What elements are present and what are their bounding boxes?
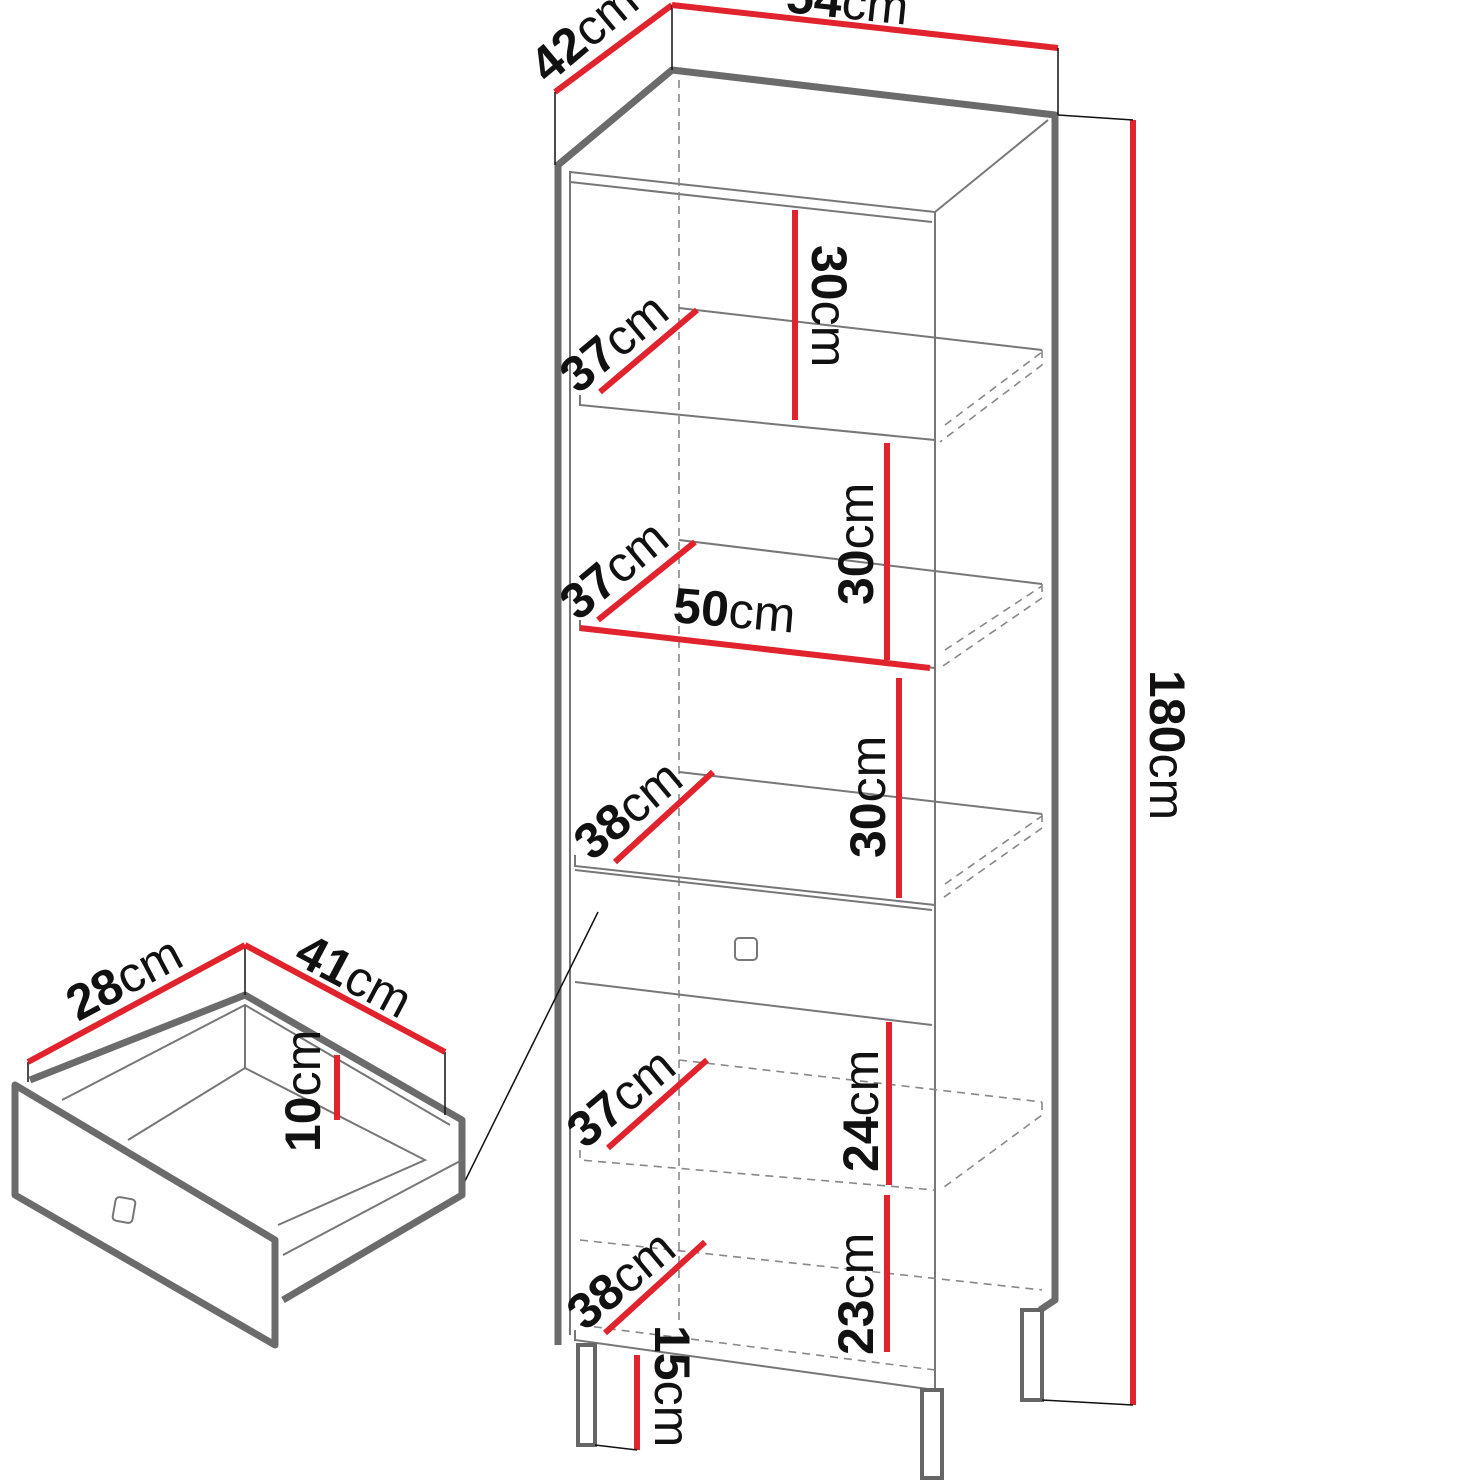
dimension-labels: 42cm 54cm 180cm 30cm 37cm 37cm 50cm 30cm… xyxy=(57,0,1195,1447)
dimension-lines xyxy=(26,2,1136,1451)
drawer-handle-icon xyxy=(734,937,758,961)
label-leg-height: 15cm xyxy=(644,1325,700,1447)
label-shelf5-height: 23cm xyxy=(828,1233,884,1355)
label-drawer-depth: 28cm xyxy=(57,925,191,1032)
drawer-front-panel xyxy=(11,1081,279,1349)
leg-front-left xyxy=(576,1343,597,1447)
drawer-leader-line xyxy=(462,911,599,1186)
label-shelf1-height: 30cm xyxy=(801,245,857,367)
label-width: 54cm xyxy=(784,0,911,36)
shelf-4 xyxy=(579,1150,936,1191)
leg-back-right xyxy=(1020,1308,1044,1402)
label-height: 180cm xyxy=(1139,670,1195,820)
label-shelf3-height: 30cm xyxy=(840,736,896,858)
shelf-3 xyxy=(574,855,936,906)
cabinet-bottom xyxy=(574,1330,936,1391)
leg-front-right xyxy=(920,1388,944,1480)
label-shelf4-height: 24cm xyxy=(833,1050,889,1172)
label-shelf2-height: 30cm xyxy=(828,483,884,605)
shelf-1 xyxy=(579,395,936,441)
cabinet xyxy=(554,66,1059,1480)
cabinet-drawer[interactable] xyxy=(574,869,933,1026)
label-depth: 42cm xyxy=(519,0,649,93)
label-shelf2-width: 50cm xyxy=(671,577,798,643)
label-drawer-width: 41cm xyxy=(287,922,421,1029)
cabinet-outline xyxy=(554,66,1059,1345)
drawer-handle-icon xyxy=(111,1196,137,1224)
label-drawer-height: 10cm xyxy=(275,1030,331,1152)
